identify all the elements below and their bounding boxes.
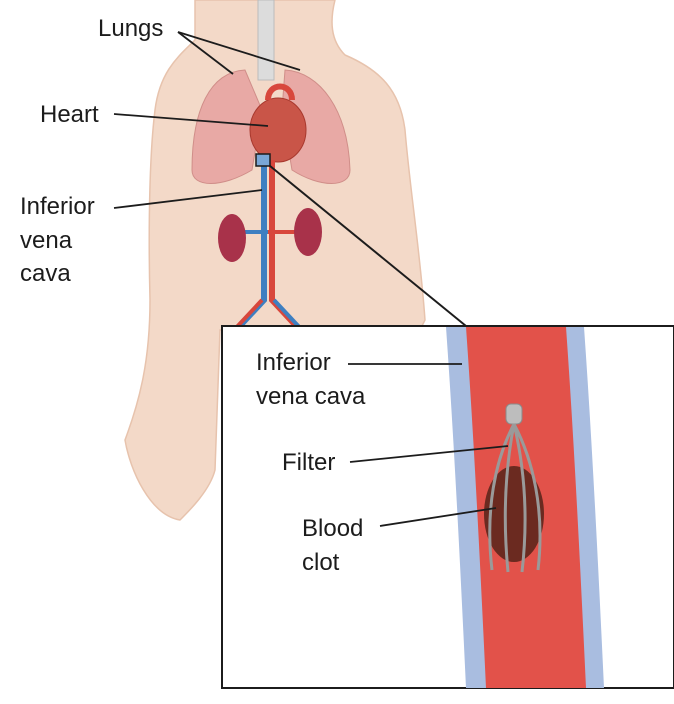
heart — [249, 97, 307, 163]
blood-clot — [484, 466, 544, 562]
right-lung — [281, 69, 351, 184]
filter-struts — [488, 423, 542, 573]
left-lung — [191, 69, 263, 184]
filter-cap — [505, 403, 523, 425]
right-kidney — [294, 208, 322, 256]
clot-leader — [379, 507, 497, 527]
trachea — [257, 0, 275, 81]
left-kidney — [218, 214, 246, 262]
ivc-main-label: Inferior vena cava — [20, 193, 95, 288]
lungs-leader-right — [177, 31, 301, 71]
ivc-inset-label: Inferior vena cava — [256, 349, 366, 410]
zoom-line — [269, 165, 467, 327]
ivc-main-leader — [113, 189, 263, 209]
lungs-label: Lungs — [98, 15, 164, 42]
filter-label: Filter — [282, 449, 336, 476]
filter-leader — [349, 445, 509, 463]
lungs-leader-left — [177, 31, 234, 75]
heart-leader — [113, 113, 269, 127]
filter-locator-box — [255, 153, 271, 167]
heart-label: Heart — [40, 101, 99, 128]
inset-vein-wall-left — [446, 327, 490, 688]
aorta-arch — [265, 83, 295, 101]
blood-clot-label: Blood clot — [302, 515, 364, 576]
